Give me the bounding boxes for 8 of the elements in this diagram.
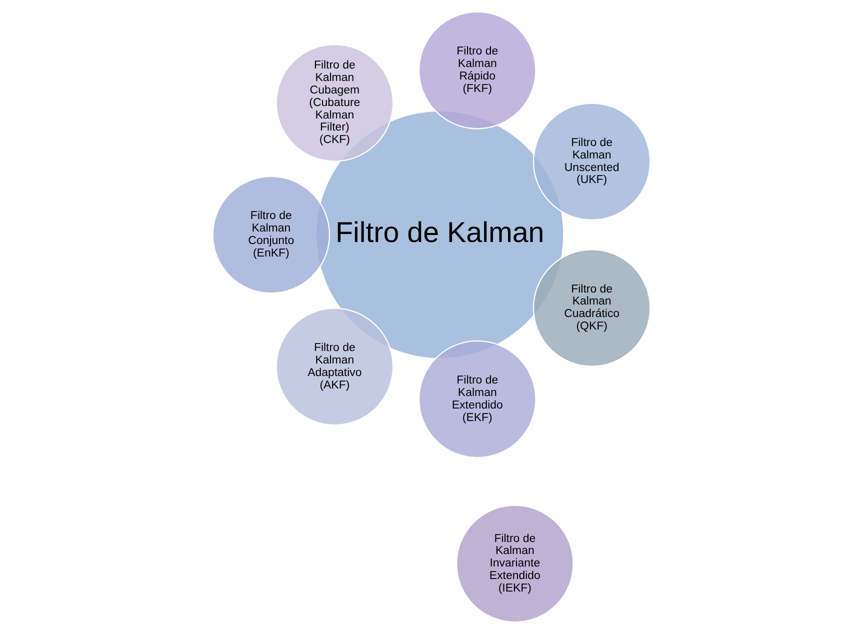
node-circle: Filtro de Kalman Cubagem (Cubature Kalman Filter) (CKF) (276, 44, 394, 162)
node-circle: Filtro de Kalman Extendido (EKF) (418, 340, 536, 458)
node-circle: Filtro de Kalman Conjunto (EnKF) (212, 176, 330, 294)
node-circle: Filtro de Kalman Cuadrático (QKF) (532, 249, 651, 367)
node-circle: Filtro de Kalman Invariante Extendido (IEKF) (456, 504, 574, 623)
node-circle: Filtro de Kalman Unscented (UKF) (532, 102, 651, 220)
node-circle: Filtro de Kalman Adaptativo (AKF) (276, 308, 394, 426)
node-circle: Filtro de Kalman Rápido (FKF) (418, 11, 536, 130)
